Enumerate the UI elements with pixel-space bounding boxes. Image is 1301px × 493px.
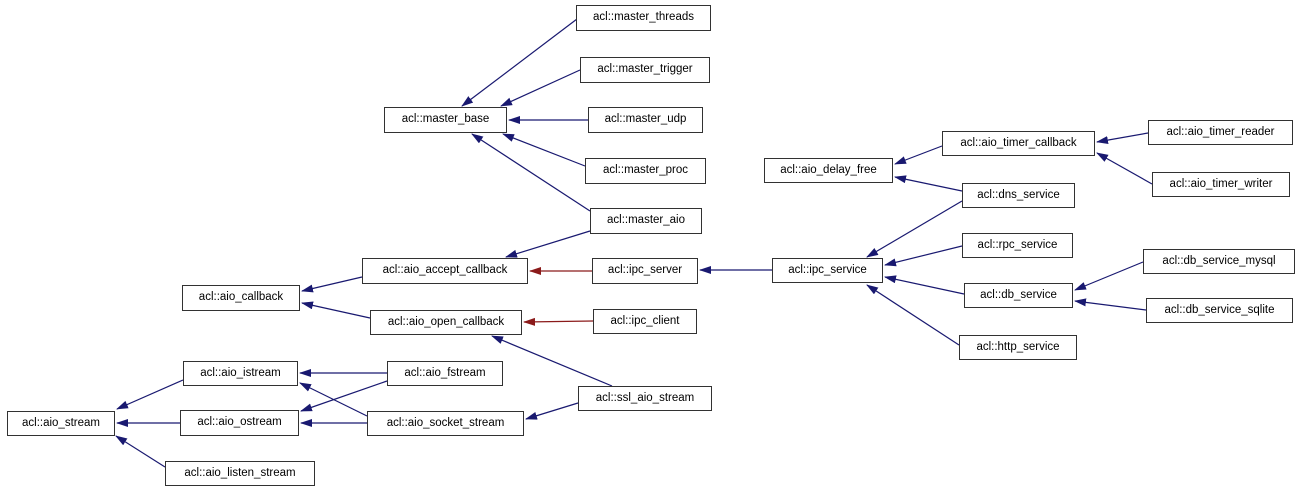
edge-master_trigger-to-master_base <box>500 69 581 107</box>
class-node-aio_ostream[interactable]: acl::aio_ostream <box>180 410 299 436</box>
edge-db_service_sqlite-to-db_service <box>1074 298 1147 311</box>
class-node-master_threads[interactable]: acl::master_threads <box>576 5 711 31</box>
class-node-aio_delay_free[interactable]: acl::aio_delay_free <box>764 158 893 183</box>
class-node-dns_service[interactable]: acl::dns_service <box>962 183 1075 208</box>
class-node-master_udp[interactable]: acl::master_udp <box>588 107 703 133</box>
edge-aio_istream-to-aio_stream <box>116 379 184 410</box>
edge-aio_timer_writer-to-aio_timer_callback <box>1096 152 1153 185</box>
class-node-db_service[interactable]: acl::db_service <box>964 283 1073 308</box>
class-node-db_service_sqlite[interactable]: acl::db_service_sqlite <box>1146 298 1293 323</box>
class-node-aio_istream[interactable]: acl::aio_istream <box>183 361 298 386</box>
class-node-master_proc[interactable]: acl::master_proc <box>585 158 706 184</box>
edge-db_service_mysql-to-db_service <box>1074 261 1144 291</box>
class-node-master_trigger[interactable]: acl::master_trigger <box>580 57 710 83</box>
edge-ssl_aio_stream-to-aio_open_callback <box>491 335 613 387</box>
class-node-ipc_server[interactable]: acl::ipc_server <box>592 258 698 284</box>
edge-aio_open_callback-to-aio_callback <box>301 301 371 319</box>
class-node-aio_timer_writer[interactable]: acl::aio_timer_writer <box>1152 172 1290 197</box>
edge-ipc_client-to-aio_open_callback <box>523 317 594 326</box>
class-node-http_service[interactable]: acl::http_service <box>959 335 1077 360</box>
class-node-master_aio[interactable]: acl::master_aio <box>590 208 702 234</box>
edge-dns_service-to-aio_delay_free <box>894 175 963 192</box>
class-node-aio_open_callback[interactable]: acl::aio_open_callback <box>370 310 522 335</box>
edge-aio_timer_callback-to-aio_delay_free <box>894 145 943 165</box>
class-node-aio_listen_stream[interactable]: acl::aio_listen_stream <box>165 461 315 486</box>
edge-master_proc-to-master_base <box>502 133 586 167</box>
class-node-rpc_service[interactable]: acl::rpc_service <box>962 233 1073 258</box>
class-node-aio_socket_stream[interactable]: acl::aio_socket_stream <box>367 411 524 436</box>
edge-aio_socket_stream-to-aio_istream <box>299 382 368 417</box>
edge-db_service-to-ipc_service <box>884 275 965 295</box>
edge-rpc_service-to-ipc_service <box>884 245 963 267</box>
edge-http_service-to-ipc_service <box>866 284 960 346</box>
class-node-aio_fstream[interactable]: acl::aio_fstream <box>387 361 503 386</box>
edge-master_aio-to-master_base <box>471 133 591 212</box>
class-node-aio_accept_callback[interactable]: acl::aio_accept_callback <box>362 258 528 284</box>
class-node-aio_stream[interactable]: acl::aio_stream <box>7 411 115 436</box>
class-node-ssl_aio_stream[interactable]: acl::ssl_aio_stream <box>578 386 712 411</box>
class-node-aio_timer_reader[interactable]: acl::aio_timer_reader <box>1148 120 1293 145</box>
class-node-db_service_mysql[interactable]: acl::db_service_mysql <box>1143 249 1295 274</box>
edge-aio_fstream-to-aio_ostream <box>300 380 388 412</box>
class-node-aio_callback[interactable]: acl::aio_callback <box>182 285 300 311</box>
edge-aio_accept_callback-to-aio_callback <box>301 276 363 293</box>
edge-master_threads-to-master_base <box>461 18 578 107</box>
edge-master_aio-to-aio_accept_callback <box>505 230 591 258</box>
class-node-aio_timer_callback[interactable]: acl::aio_timer_callback <box>942 131 1095 156</box>
edge-aio_timer_reader-to-aio_timer_callback <box>1096 132 1149 145</box>
class-node-ipc_service[interactable]: acl::ipc_service <box>772 258 883 283</box>
class-node-master_base[interactable]: acl::master_base <box>384 107 507 133</box>
edge-dns_service-to-ipc_service <box>866 200 963 258</box>
edge-aio_listen_stream-to-aio_stream <box>115 435 166 468</box>
edge-ssl_aio_stream-to-aio_socket_stream <box>525 402 579 420</box>
class-node-ipc_client[interactable]: acl::ipc_client <box>593 309 697 334</box>
